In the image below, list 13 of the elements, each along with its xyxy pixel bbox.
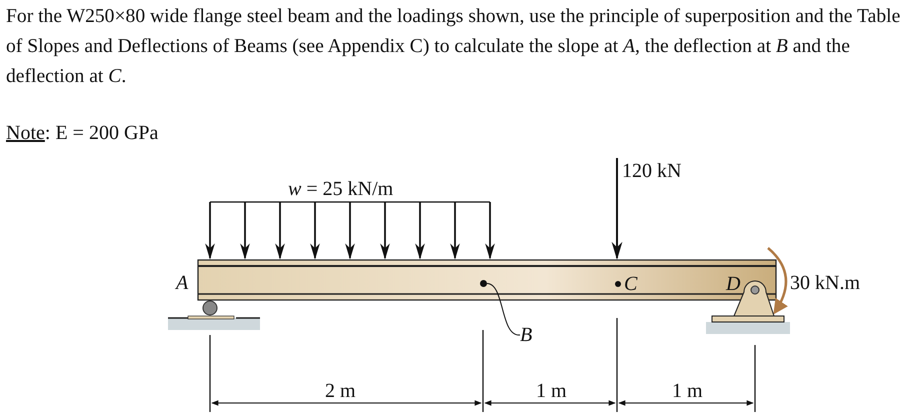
load-label: w = 25 kN/m (288, 178, 394, 200)
leader-line (486, 283, 520, 336)
point-label: C (624, 273, 638, 295)
note-text: Note: E = 200 GPa (6, 122, 158, 144)
point-label: D (726, 273, 740, 295)
problem-statement: For the W250×80 wide flange steel beam and the loadings shown, use the principle of superposition and the Table of Slopes and Deflections of Beams (see Appendix C) to calculate the slope at A, the deflection at B and the deflection at C. (6, 5, 902, 89)
dimension-label: 1 m (536, 380, 567, 402)
point-label: A (176, 272, 188, 294)
dimension-label: 2 m (325, 380, 356, 402)
moment-label: 30 kN.m (790, 272, 860, 294)
load-label: 120 kN (622, 160, 682, 182)
dimension-label: 1 m (672, 380, 703, 402)
point-label: B (520, 324, 534, 346)
